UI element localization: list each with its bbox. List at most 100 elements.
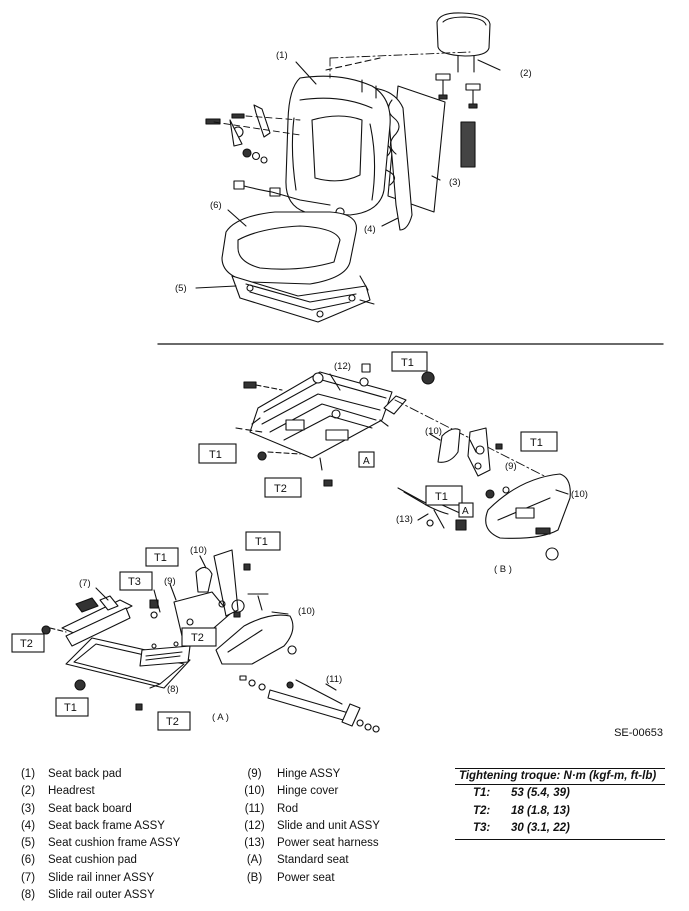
legend-name: Seat back board [48,802,132,815]
torque-tag-a-hinge: T1 [154,552,167,564]
legend-num: (8) [20,889,36,902]
torque-value: 30 (3.1, 22) [511,822,570,834]
callout-1: (1) [276,50,288,61]
seat-cushion-frame-drawing [231,275,375,323]
standard-hinge-drawing [173,549,241,641]
exploded-seat-diagram: T1 T1 T2 T1 T1 T1 T1 T3 T2 T2 T1 T2 A A … [11,12,664,733]
legend-num: (5) [20,837,36,850]
torque-key: T1: [473,787,491,799]
power-hinge-cover-drawing [485,473,571,561]
callout-12: (12) [334,361,351,372]
torque-tag-a-mid: T2 [191,632,204,644]
torque-tag-a-top-right: T1 [255,536,268,548]
legend-num: (B) [246,871,263,884]
torque-tag-b-bottom: T2 [274,483,287,495]
torque-row: T3: 30 (3.1, 22) [455,820,665,838]
legend-name: Slide rail outer ASSY [48,889,155,902]
parts-legend-left: (1) Seat back pad (2) Headrest (3) Seat bac… [8,766,238,904]
legend-item: (11) Rod [232,801,442,818]
legend-item: (12) Slide and unit ASSY [232,818,442,835]
callout-10-a1: (10) [190,545,207,556]
legend-item: (13) Power seat harness [232,835,442,852]
torque-value: 53 (5.4, 39) [511,787,570,799]
torque-key: T3: [473,822,491,834]
view-a-label: ( A ) [212,712,229,723]
callout-8: (8) [167,684,179,695]
legend-num: (11) [244,802,265,815]
legend-item: (1) Seat back pad [8,766,238,783]
rod-drawing [239,675,380,733]
legend-num: (2) [20,785,36,798]
legend-name: Power seat [277,871,335,884]
torque-tag-a-bottom: T2 [166,716,179,728]
legend-num: (1) [20,768,36,780]
callout-11: (11) [326,674,342,685]
headrest-drawing [435,12,491,168]
legend-name: Seat cushion frame ASSY [48,837,181,850]
callout-2: (2) [520,68,532,79]
legend-item: (5) Seat cushion frame ASSY [8,835,238,852]
legend-num: (13) [244,837,265,850]
legend-name: Hinge cover [277,785,339,798]
slide-rail-outer-drawing [65,637,191,711]
figure-code: SE-00653 [614,727,663,739]
callout-7: (7) [79,578,91,589]
marker-a-b-harness: A [462,506,469,517]
torque-tag-b-harness: T1 [435,491,448,503]
legend-name: Power seat harness [277,837,379,850]
legend-num: (4) [20,819,36,832]
slide-rail-inner-drawing [61,595,133,647]
legend-name: Seat back pad [48,768,122,780]
legend-name: Seat back frame ASSY [48,819,165,832]
callout-10-a2: (10) [298,606,315,617]
callout-9-a: (9) [164,576,176,587]
callout-10-b2: (10) [571,489,588,500]
legend-item: (B) Power seat [232,870,442,887]
legend-item: (7) Slide rail inner ASSY [8,870,238,887]
torque-tag-b-left: T1 [209,449,222,461]
torque-table-rule [455,838,665,840]
legend-name: Rod [277,802,299,815]
legend-name: Standard seat [277,854,349,867]
torque-key: T2: [473,804,491,817]
callout-5: (5) [175,283,187,294]
parts-legend-right: (9) Hinge ASSY (10) Hinge cover (11) Rod (1… [232,766,442,887]
legend-name: Slide and unit ASSY [277,819,380,832]
legend-item: (8) Slide rail outer ASSY [8,887,238,904]
legend-item: (4) Seat back frame ASSY [8,818,238,835]
legend-num: (3) [20,802,36,815]
marker-a-b-slide: A [363,456,370,467]
torque-tag-b-top: T1 [401,357,414,369]
legend-num: (6) [20,854,36,867]
legend-num: (10) [244,785,265,798]
callout-6: (6) [210,200,222,211]
legend-name: Headrest [48,785,95,798]
torque-tag-a-left: T2 [20,638,33,650]
seat-back-pad-drawing [285,57,391,216]
legend-name: Hinge ASSY [277,768,341,780]
callout-13: (13) [396,514,413,525]
recliner-parts-drawing [205,104,345,217]
legend-item: (2) Headrest [8,783,238,800]
view-b-label: ( B ) [494,564,512,575]
torque-table-title: Tightening troque: N·m (kgf-m, ft-lb) [455,768,665,785]
callout-3: (3) [449,177,461,188]
torque-tag-a-rail: T3 [128,576,141,588]
legend-num: (7) [20,871,36,884]
torque-tag-b-hinge: T1 [530,437,543,449]
callout-4: (4) [364,224,376,235]
legend-num: (12) [244,819,265,832]
callout-9-b: (9) [505,461,517,472]
callout-10-b1: (10) [425,426,442,437]
torque-tag-a-bottom-left: T1 [64,702,77,714]
legend-name: Slide rail inner ASSY [48,871,155,884]
torque-row: T1: 53 (5.4, 39) [455,785,665,803]
torque-row: T2: 18 (1.8, 13) [455,803,665,821]
legend-item: (A)Standard seat [232,852,442,869]
legend-num: (9) [247,768,262,780]
legend-item: (3) Seat back board [8,801,238,818]
torque-value: 18 (1.8, 13) [511,804,570,817]
torque-table: Tightening troque: N·m (kgf-m, ft-lb) T1… [455,768,665,840]
standard-hinge-cover-drawing [215,593,297,665]
legend-item: (9) Hinge ASSY [232,766,442,783]
